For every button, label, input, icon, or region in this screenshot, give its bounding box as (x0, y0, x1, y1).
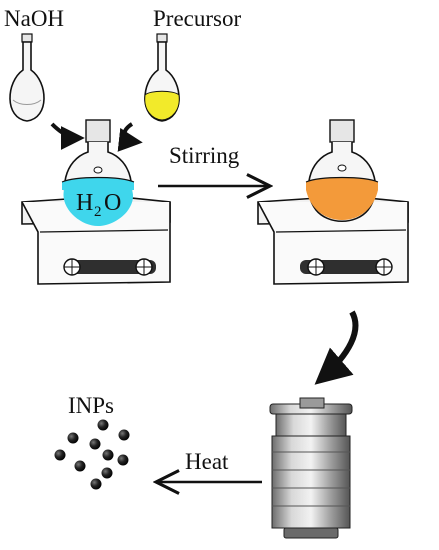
stirring-label: Stirring (169, 143, 240, 168)
particle-dots-icon (54, 419, 130, 490)
water-h-label: H (76, 190, 93, 216)
naoh-pour-arrow (50, 122, 85, 150)
water-o-label: O (104, 190, 121, 216)
naoh-flask-icon (9, 33, 45, 122)
naoh-label: NaOH (4, 6, 64, 31)
water-subscript: 2 (94, 204, 102, 220)
transfer-arrow (314, 310, 359, 385)
precursor-flask-icon (144, 33, 180, 122)
inps-label: INPs (68, 393, 114, 418)
precursor-pour-arrow (117, 122, 143, 152)
heat-label: Heat (185, 449, 229, 474)
reaction-flask-icon: H 2 O (61, 119, 135, 226)
left-hot-plate (21, 195, 171, 285)
precursor-label: Precursor (153, 6, 241, 31)
autoclave-icon (269, 397, 353, 539)
orange-flask-icon (305, 119, 379, 222)
